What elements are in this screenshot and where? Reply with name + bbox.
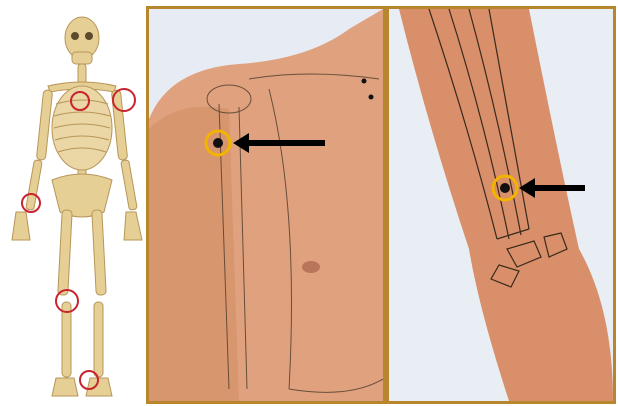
shoulder-point-dot: [213, 138, 223, 148]
pelvis: [52, 174, 112, 217]
left-humerus: [36, 90, 52, 161]
shoulder-illustration: [149, 9, 383, 401]
left-hand: [12, 212, 30, 240]
skeleton-panel: [0, 0, 148, 406]
right-forearm: [121, 160, 138, 211]
shoulder-panel: [146, 6, 386, 404]
wrist-illustration: [389, 9, 613, 401]
right-foot: [86, 378, 112, 396]
right-tibia: [94, 302, 103, 377]
wrist-point-dot: [500, 183, 510, 193]
jaw: [72, 52, 92, 64]
left-tibia: [62, 302, 71, 377]
forearm-skin: [399, 9, 613, 401]
nipple: [302, 261, 320, 273]
wrist-panel: [386, 6, 616, 404]
left-foot: [52, 378, 78, 396]
skeleton-illustration: [0, 0, 148, 406]
rib-cage: [52, 86, 112, 170]
left-femur: [58, 210, 72, 295]
right-femur: [92, 210, 106, 295]
right-hand: [124, 212, 142, 240]
